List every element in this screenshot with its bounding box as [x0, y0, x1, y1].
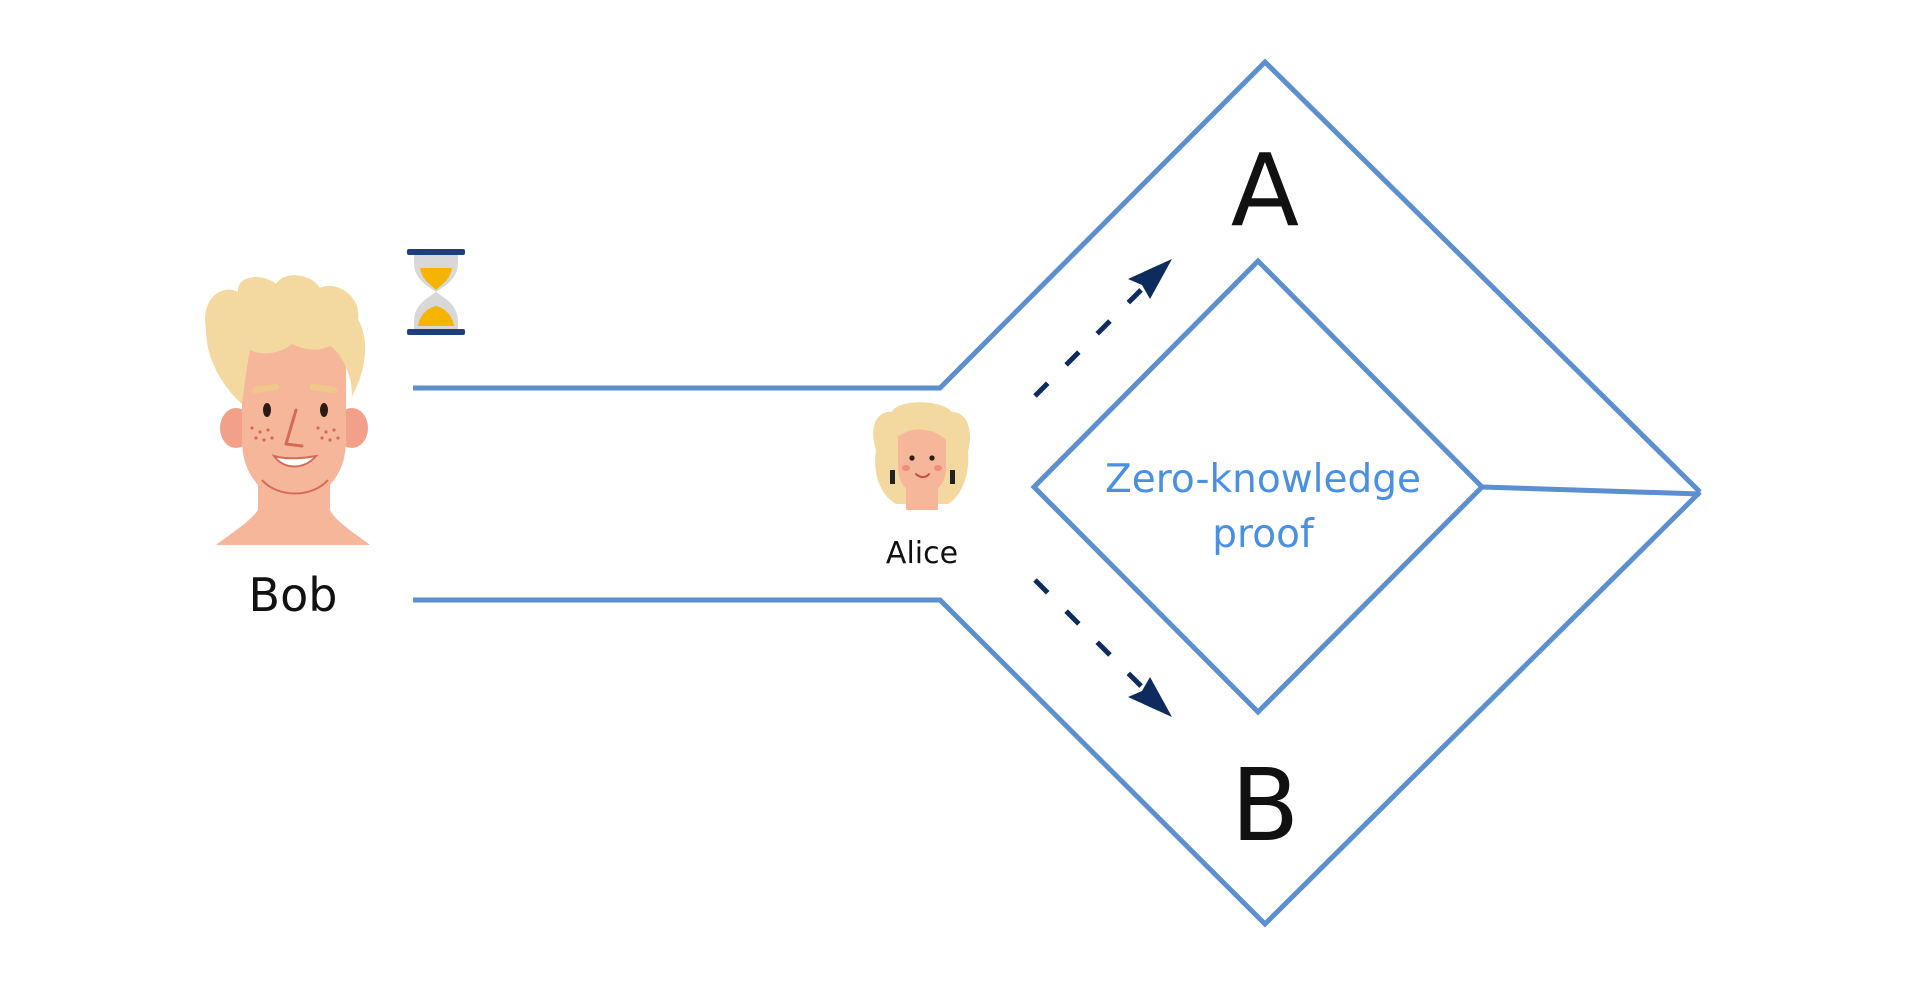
door-connector: [1481, 484, 1701, 497]
inner-diamond: [1030, 257, 1486, 716]
node-label-a: A: [1231, 132, 1299, 249]
hourglass-icon: [407, 249, 465, 335]
outer-path-bottom: [413, 490, 1702, 928]
dashed-arrow-down: [1033, 578, 1150, 695]
bob-name-label: Bob: [249, 568, 338, 622]
center-label-line1: Zero-knowledge: [1105, 457, 1421, 502]
dashed-arrow-up: [1033, 281, 1150, 398]
arrowhead-down-icon: [1128, 677, 1172, 717]
alice-name-label: Alice: [886, 536, 958, 571]
alice-avatar-icon: [873, 402, 971, 510]
node-label-b: B: [1231, 747, 1300, 864]
center-label-line2: proof: [1212, 512, 1315, 557]
outer-path-top: [413, 58, 1702, 494]
arrowhead-up-icon: [1128, 259, 1172, 299]
bob-avatar-icon: [205, 275, 370, 545]
